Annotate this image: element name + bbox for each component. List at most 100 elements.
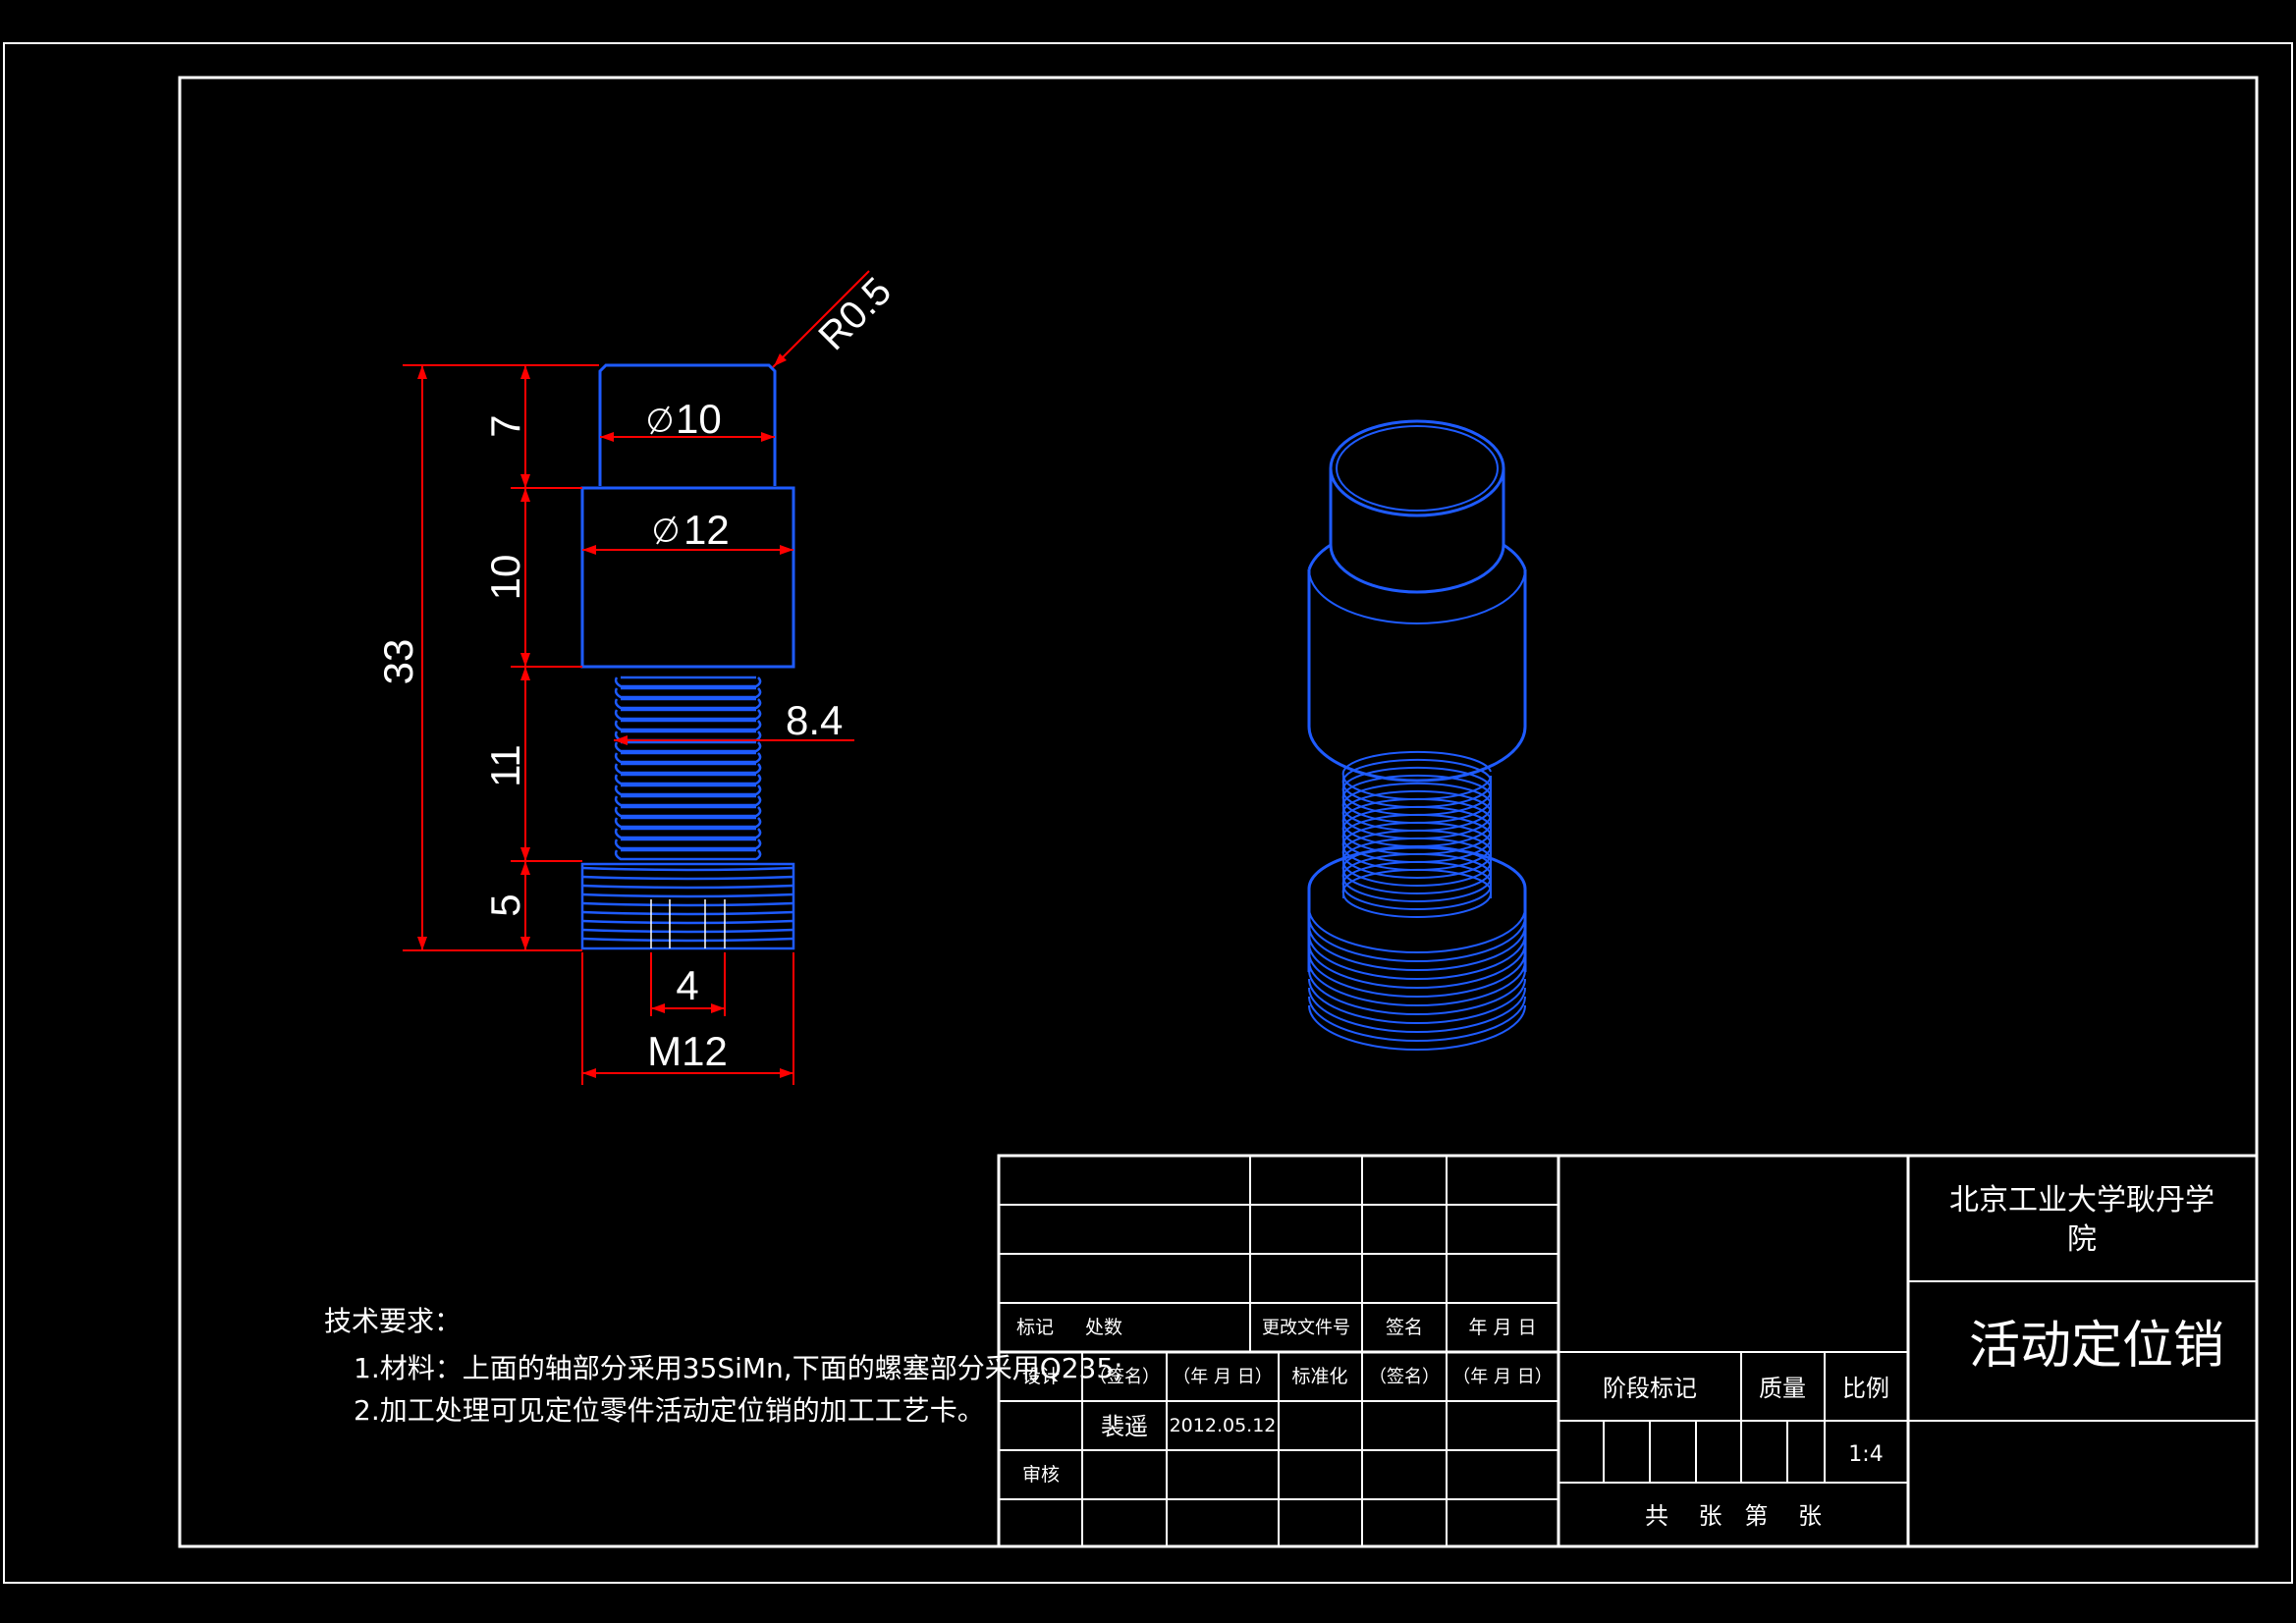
diameter-12-label: 12	[654, 507, 730, 553]
thread-line	[1341, 868, 1492, 894]
svg-text:标准化: 标准化	[1291, 1366, 1347, 1387]
thread-line	[1342, 877, 1492, 902]
thread-line	[1342, 790, 1492, 816]
thread-line	[581, 893, 794, 898]
thread-line	[614, 741, 762, 753]
sheet-count: 共 张 第 张	[1645, 1502, 1822, 1530]
bottom-thread	[580, 862, 795, 950]
svg-text:（签名）: （签名）	[1089, 1367, 1160, 1387]
thread-line	[1342, 814, 1492, 839]
diameter-symbol-icon	[648, 408, 672, 432]
thread-line	[1342, 885, 1492, 910]
svg-text:（年 月 日）: （年 月 日）	[1173, 1367, 1272, 1387]
length-10-label: 10	[482, 555, 528, 601]
thread-line	[1342, 783, 1492, 808]
thread-line	[614, 828, 762, 839]
outer-frame	[3, 42, 2293, 1584]
thread-line	[614, 839, 762, 850]
notes-title: 技术要求：	[324, 1305, 462, 1337]
thread-line	[1342, 806, 1492, 832]
svg-text:设计: 设计	[1022, 1366, 1060, 1387]
svg-text:（签名）: （签名）	[1369, 1367, 1440, 1387]
svg-text:阶段标记: 阶段标记	[1603, 1375, 1697, 1402]
pin-isometric-view	[1307, 419, 1527, 1051]
thread-line	[1341, 797, 1492, 824]
thread-line	[1342, 845, 1492, 871]
top-shaft	[598, 363, 777, 486]
pin-front-view	[580, 363, 795, 950]
thread-line	[1341, 837, 1492, 863]
dimension-arrows	[417, 353, 793, 1078]
thread-line	[614, 720, 762, 731]
school-name: 北京工业大学耿丹学	[1949, 1183, 2214, 1217]
thread-line	[1342, 830, 1492, 855]
svg-text:比例: 比例	[1842, 1375, 1889, 1402]
thread-line	[614, 795, 762, 807]
thread-line	[1342, 861, 1492, 887]
pitch-label: 8.4	[786, 697, 843, 743]
svg-text:处数: 处数	[1085, 1317, 1122, 1338]
radius-label: R0.5	[810, 269, 900, 358]
slot-lines	[650, 899, 726, 948]
length-5-label: 5	[482, 893, 528, 916]
svg-text:标记: 标记	[1016, 1317, 1054, 1338]
svg-text:更改文件号: 更改文件号	[1262, 1318, 1350, 1338]
thread-line	[1308, 960, 1526, 1006]
thread-line	[614, 676, 762, 688]
thread-line	[1308, 996, 1526, 1042]
slot-width-label: 4	[676, 962, 698, 1008]
thread-line	[1342, 822, 1492, 847]
thread-line	[1308, 1004, 1526, 1051]
svg-text:12: 12	[683, 507, 730, 553]
title-block	[997, 1154, 2259, 1548]
thread-line	[1341, 782, 1492, 808]
thread-line	[1341, 813, 1492, 839]
svg-text:（年 月 日）: （年 月 日）	[1452, 1367, 1552, 1387]
thread-line	[1308, 925, 1526, 971]
thread-line	[580, 862, 795, 950]
thread-line	[1341, 766, 1492, 792]
dimension-texts: R0.5 10 12 8.4 7 10 11 5 33 4 M12	[375, 269, 900, 1074]
thread-line	[1341, 829, 1492, 855]
design-date: 2012.05.12	[1170, 1415, 1277, 1436]
thread-line	[614, 784, 762, 796]
thread-line	[1341, 860, 1492, 887]
thread-line	[1342, 798, 1492, 824]
thread-line	[1342, 893, 1492, 918]
thread-line	[614, 687, 762, 699]
thread-line	[1308, 907, 1526, 953]
svg-text:签名: 签名	[1386, 1317, 1423, 1338]
diameter-10-label: 10	[648, 396, 722, 442]
thread-line	[1341, 821, 1492, 847]
thread-line	[1341, 844, 1492, 871]
thread-line	[614, 817, 762, 829]
thread-line	[581, 919, 794, 925]
thread-line	[1308, 987, 1526, 1033]
thread-line	[1308, 951, 1526, 998]
notes-line-1: 1.材料：上面的轴部分采用35SiMn,下面的螺塞部分采用Q235;	[354, 1352, 1123, 1384]
thread-line	[581, 937, 794, 943]
thread-line	[614, 763, 762, 775]
thread-size-label: M12	[647, 1028, 728, 1074]
title-block-text: 标记 处数 更改文件号 签名 年 月 日 设计 （签名） （年 月 日） 标准化…	[1016, 1183, 2224, 1530]
thread-line	[581, 866, 794, 872]
thread-line	[1342, 869, 1492, 894]
mid-thread	[614, 676, 762, 861]
svg-text:年 月 日: 年 月 日	[1468, 1317, 1536, 1338]
svg-text:审核: 审核	[1022, 1464, 1060, 1486]
diameter-symbol-icon	[654, 518, 678, 542]
length-11-label: 11	[482, 744, 528, 787]
designer-name: 裴遥	[1101, 1413, 1148, 1440]
length-7-label: 7	[482, 414, 528, 437]
thread-line	[614, 709, 762, 721]
thread-line	[614, 806, 762, 818]
thread-line	[1341, 805, 1492, 832]
thread-line	[581, 910, 794, 916]
inner-frame	[178, 76, 2259, 1548]
thread-line	[1342, 853, 1492, 879]
thread-line	[614, 849, 762, 861]
notes-line-2: 2.加工处理可见定位零件活动定位销的加工工艺卡。	[354, 1394, 985, 1427]
thread-line	[581, 875, 794, 881]
thread-line	[1341, 758, 1492, 784]
